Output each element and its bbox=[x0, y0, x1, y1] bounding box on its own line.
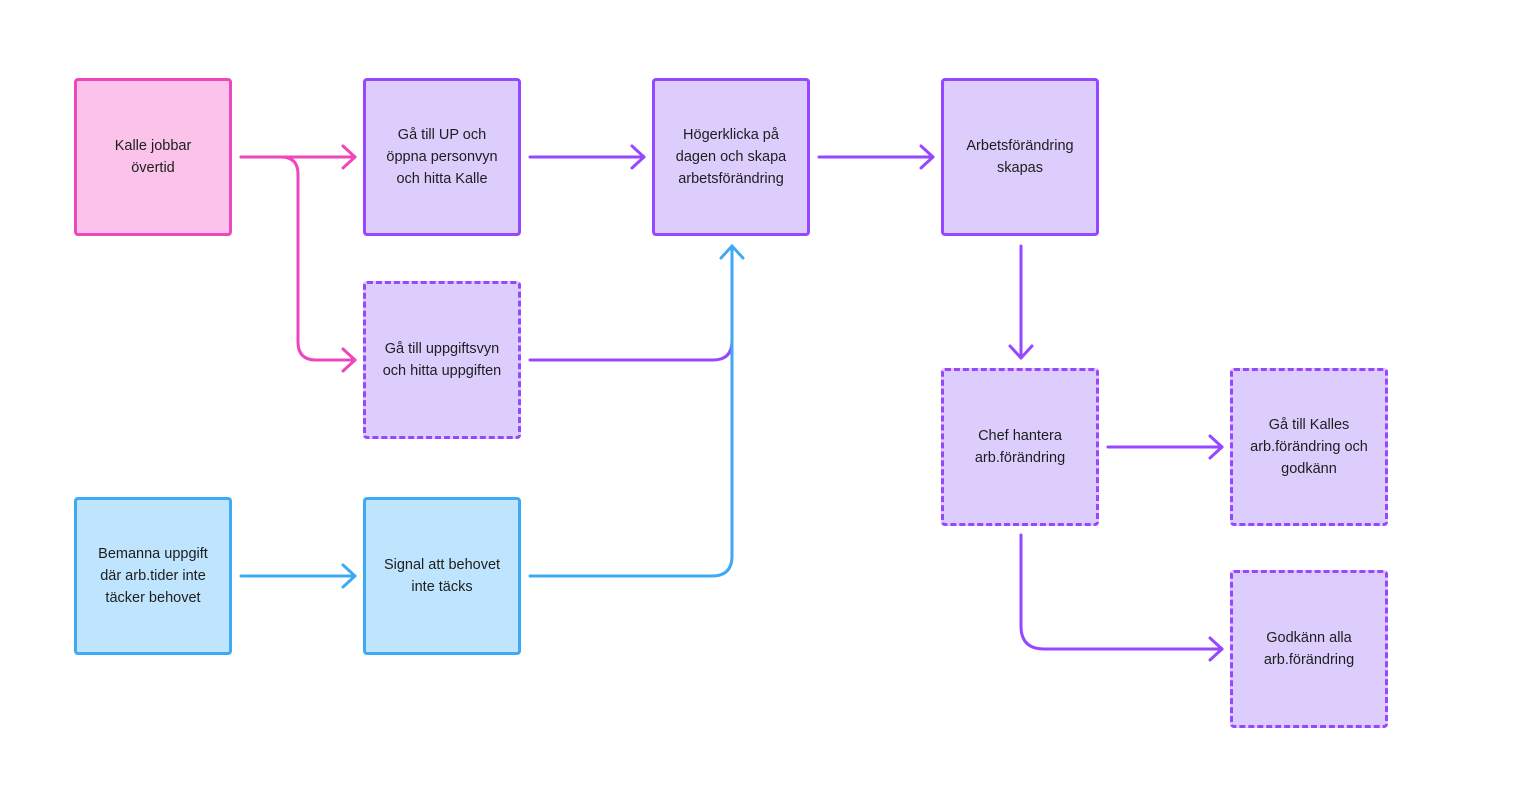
arrowhead bbox=[341, 563, 357, 589]
node-label: Gå till uppgiftsvyn och hitta uppgiften bbox=[382, 341, 502, 379]
node-bemanna-uppgift[interactable]: Bemanna uppgift där arb.tider inte täcke… bbox=[74, 497, 232, 655]
node-label: Gå till UP och öppna personvyn och hitta… bbox=[386, 127, 498, 187]
node-ga-till-up[interactable]: Gå till UP och öppna personvyn och hitta… bbox=[363, 78, 521, 236]
arrowhead bbox=[1008, 344, 1034, 360]
arrowhead bbox=[1208, 636, 1224, 662]
node-kalle-jobbar-overtid[interactable]: Kalle jobbar övertid bbox=[74, 78, 232, 236]
node-label: Arbetsförändring skapas bbox=[966, 138, 1074, 176]
node-chef-hantera[interactable]: Chef hantera arb.förändring bbox=[941, 368, 1099, 526]
arrowhead bbox=[630, 144, 646, 170]
node-signal[interactable]: Signal att behovet inte täcks bbox=[363, 497, 521, 655]
node-ga-till-uppgiftsvyn[interactable]: Gå till uppgiftsvyn och hitta uppgiften bbox=[363, 281, 521, 439]
node-label: Godkänn alla arb.förändring bbox=[1263, 630, 1355, 668]
arrowhead bbox=[341, 144, 357, 170]
node-label: Gå till Kalles arb.förändring och godkän… bbox=[1250, 417, 1368, 477]
node-ga-till-kalles[interactable]: Gå till Kalles arb.förändring och godkän… bbox=[1230, 368, 1388, 526]
edge-signal-to-hoger bbox=[528, 244, 734, 578]
node-label: Bemanna uppgift där arb.tider inte täcke… bbox=[98, 546, 208, 606]
arrowhead bbox=[1208, 434, 1224, 460]
node-godkann-alla[interactable]: Godkänn alla arb.förändring bbox=[1230, 570, 1388, 728]
edge-uppgift-to-hoger bbox=[528, 298, 734, 362]
arrowhead bbox=[919, 144, 935, 170]
edge-chef-to-alla bbox=[1019, 533, 1224, 651]
node-arbetsforandring-skapas[interactable]: Arbetsförändring skapas bbox=[941, 78, 1099, 236]
arrowhead bbox=[719, 244, 745, 260]
node-hogerklicka[interactable]: Högerklicka på dagen och skapa arbetsför… bbox=[652, 78, 810, 236]
arrowhead bbox=[341, 347, 357, 373]
node-label: Högerklicka på dagen och skapa arbetsför… bbox=[675, 127, 787, 187]
edge-kalle-to-uppgift bbox=[239, 155, 357, 362]
node-label: Signal att behovet inte täcks bbox=[383, 557, 501, 595]
node-label: Kalle jobbar övertid bbox=[114, 138, 192, 176]
node-label: Chef hantera arb.förändring bbox=[974, 428, 1066, 466]
